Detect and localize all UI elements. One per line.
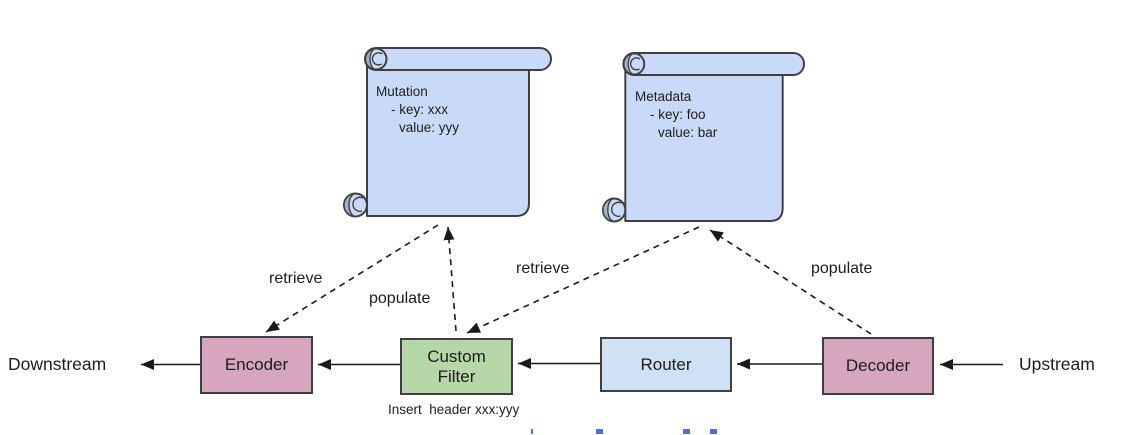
edge-label-retrieve-filter: retrieve <box>516 260 570 277</box>
cropped-link-fragment <box>683 429 690 434</box>
node-custom-filter-label-line2: Filter <box>437 366 476 386</box>
node-decoder-label: Decoder <box>845 356 911 375</box>
scroll-mutation-text: Mutation - key: xxx value: yyy <box>376 83 459 137</box>
downstream-label: Downstream <box>8 354 107 374</box>
scroll-shape <box>602 52 806 223</box>
arrow-retrieve-filter <box>466 226 700 334</box>
arrow-populate-metadata <box>709 229 872 335</box>
scroll-value-line: value: yyy <box>399 120 460 135</box>
scroll-metadata-text: Metadata - key: foo value: bar <box>635 88 717 142</box>
node-encoder: Encoder <box>200 336 313 394</box>
cropped-link-fragment <box>596 429 603 434</box>
scroll-title: Mutation <box>376 84 428 99</box>
scroll-mutation: Mutation - key: xxx value: yyy <box>343 46 553 220</box>
node-router: Router <box>600 337 732 392</box>
edge-label-populate-metadata: populate <box>811 260 873 277</box>
scroll-metadata: Metadata - key: foo value: bar <box>602 51 806 225</box>
edge-label-populate-mutation: populate <box>369 290 431 307</box>
scroll-key-line: - key: foo <box>650 107 706 122</box>
scroll-title: Metadata <box>635 89 692 104</box>
scroll-value-line: value: bar <box>658 125 718 140</box>
node-custom-filter-label-line1: Custom <box>427 346 486 366</box>
insert-header-note: Insert header xxx:yyy <box>388 402 520 417</box>
scroll-key-line: - key: xxx <box>391 102 449 117</box>
node-router-label: Router <box>640 354 692 374</box>
arrow-populate-mutation <box>443 226 457 332</box>
node-custom-filter: Custom Filter <box>400 338 513 395</box>
node-encoder-label: Encoder <box>224 355 289 374</box>
cropped-link-fragment <box>710 429 717 434</box>
upstream-label: Upstream <box>1019 354 1095 374</box>
cropped-link-fragment <box>531 429 533 434</box>
scroll-shape <box>343 47 552 218</box>
node-decoder: Decoder <box>822 337 934 395</box>
edge-label-retrieve-encoder: retrieve <box>269 270 323 287</box>
